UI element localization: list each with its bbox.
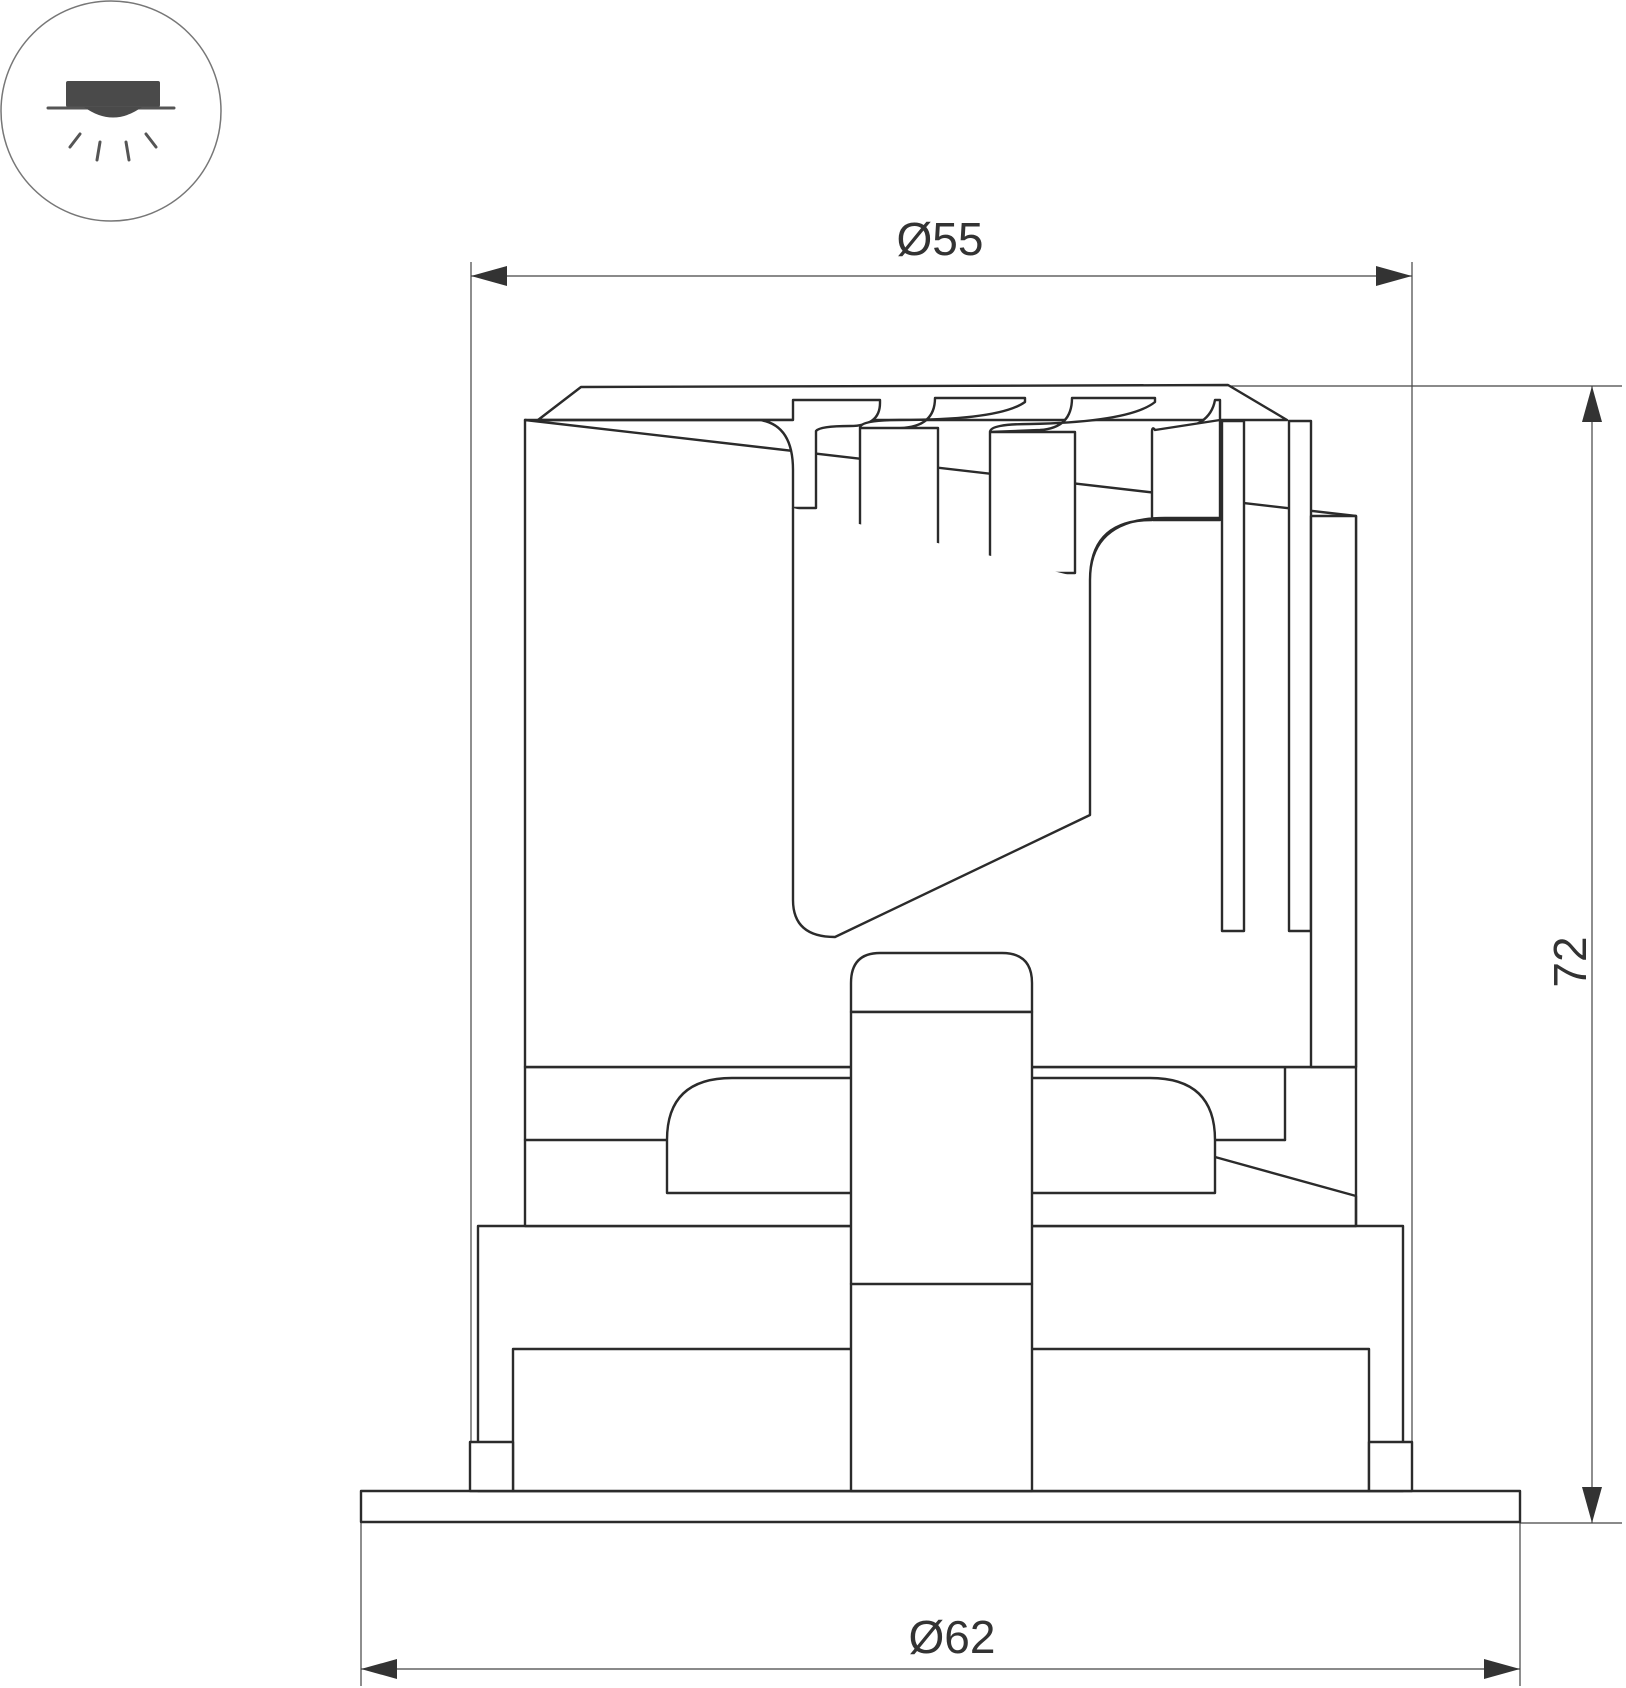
right-clip: [1367, 1440, 1414, 1493]
heat-sink-fin-2: [988, 396, 1157, 575]
top-diameter-dimension: Ø55: [471, 213, 1412, 286]
central-column-cap: [849, 951, 1034, 1014]
top-diameter-label: Ø55: [897, 213, 984, 265]
bottom-diameter-dimension: Ø62: [361, 1611, 1520, 1679]
flange: [359, 1489, 1522, 1524]
extension-lines: [360, 262, 1622, 1686]
bottom-diameter-label: Ø62: [909, 1611, 996, 1663]
height-dimension: 72: [1544, 386, 1602, 1523]
rail-left: [1220, 419, 1246, 933]
height-label: 72: [1544, 936, 1596, 987]
heat-sink-top: [536, 383, 1289, 422]
recessed-ceiling-light-icon: [0, 0, 222, 222]
reflector-cavity: [791, 418, 1222, 939]
heat-sink-left-block: [523, 398, 882, 510]
central-column: [849, 1010, 1034, 1493]
rail-right: [1287, 419, 1313, 933]
left-clip: [468, 1440, 515, 1493]
luminaire-outline: [359, 383, 1522, 1524]
rail-housing: [1309, 514, 1358, 1069]
